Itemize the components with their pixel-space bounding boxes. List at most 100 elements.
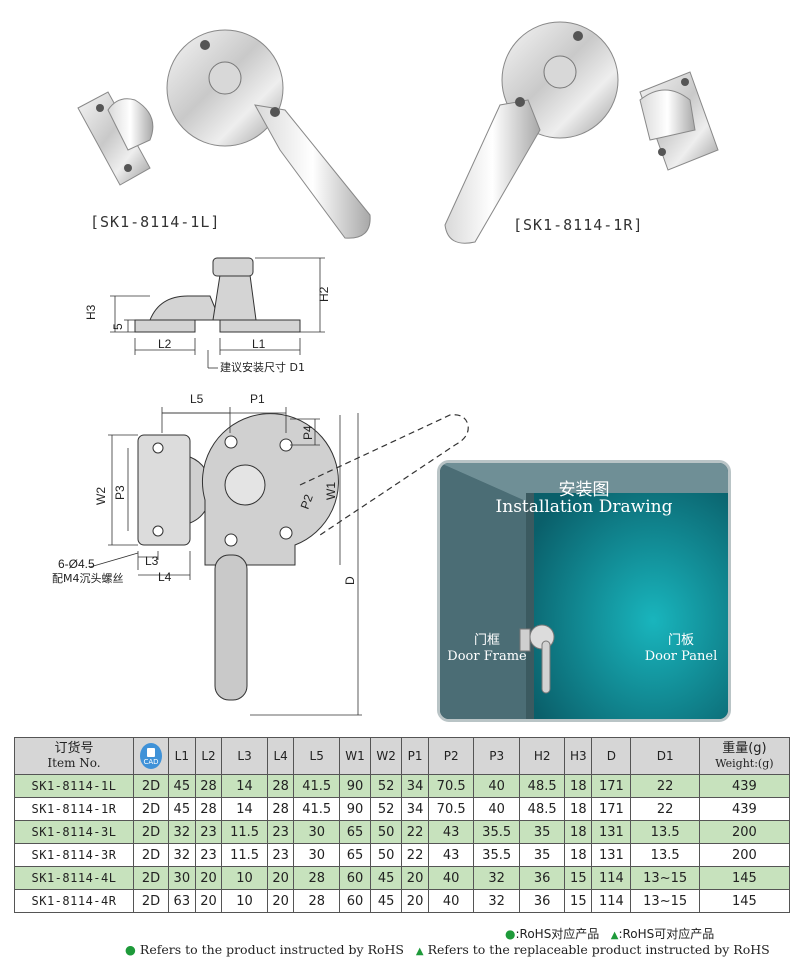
cell-item-no: SK1-8114-1L [14, 774, 134, 798]
header-item-en: Item No. [47, 756, 101, 770]
cell-l2: 23 [194, 843, 223, 867]
cell-w2: 45 [370, 889, 403, 913]
header-item-no: 订货号 Item No. [14, 737, 134, 775]
legend-cn-replace: :RoHS可对应产品 [618, 927, 715, 941]
label-l3: L3 [145, 554, 159, 568]
latch-photo-right [444, 21, 719, 244]
label-l1: L1 [252, 337, 266, 351]
label-w1: W1 [324, 482, 338, 500]
cell-item-no: SK1-8114-3L [14, 820, 134, 844]
label-l4: L4 [158, 570, 172, 584]
label-h3: H3 [84, 304, 98, 320]
cell-h3: 15 [564, 889, 593, 913]
label-d: D [343, 576, 357, 585]
cell-p1: 20 [401, 866, 429, 890]
cell-weight: 200 [698, 843, 791, 867]
cell-l5: 30 [293, 820, 340, 844]
header-col-d: D [591, 737, 632, 775]
cell-d: 171 [591, 774, 632, 798]
cell-w2: 50 [370, 820, 403, 844]
label-l2: L2 [158, 337, 172, 351]
cell-l1: 63 [168, 889, 196, 913]
cell-l4: 28 [266, 797, 295, 821]
latch-photo-left [77, 29, 371, 239]
header-col-d1: D1 [630, 737, 700, 775]
cell-w1: 65 [338, 820, 372, 844]
cell-d1: 13~15 [630, 889, 700, 913]
cell-cad: 2D [133, 774, 169, 798]
cell-d1: 13.5 [630, 820, 700, 844]
cell-l5: 28 [293, 889, 340, 913]
cell-l2: 28 [194, 797, 223, 821]
cell-weight: 439 [698, 774, 791, 798]
cell-d: 131 [591, 820, 632, 844]
cell-h3: 15 [564, 866, 593, 890]
header-col-p1: P1 [401, 737, 429, 775]
cell-weight: 200 [698, 820, 791, 844]
cell-d: 131 [591, 843, 632, 867]
legend-en-replace: Refers to the replaceable product instru… [427, 942, 770, 957]
cell-l2: 20 [194, 889, 223, 913]
cell-l4: 28 [266, 774, 295, 798]
cell-l3: 14 [221, 797, 268, 821]
cell-cad: 2D [133, 843, 169, 867]
cell-l2: 28 [194, 774, 223, 798]
header-col-p3: P3 [473, 737, 520, 775]
cad-icon: CAD [140, 743, 162, 769]
cell-p3: 35.5 [473, 820, 520, 844]
installation-drawing: 安装图 Installation Drawing 门框 Door Frame 门… [437, 460, 731, 722]
cell-h3: 18 [564, 797, 593, 821]
rohs-dot-icon: ● [505, 927, 516, 941]
cell-p3: 40 [473, 797, 520, 821]
label-l5: L5 [190, 392, 204, 406]
install-latch-icon [519, 624, 555, 694]
cell-p1: 22 [401, 843, 429, 867]
cell-l4: 23 [266, 820, 295, 844]
cell-p1: 22 [401, 820, 429, 844]
header-col-p2: P2 [427, 737, 475, 775]
rohs-dot-icon-en: ● [125, 942, 136, 957]
cell-w1: 65 [338, 843, 372, 867]
cell-p1: 20 [401, 889, 429, 913]
cell-w2: 52 [370, 774, 403, 798]
cell-l5: 41.5 [293, 774, 340, 798]
header-col-l4: L4 [266, 737, 295, 775]
cell-w1: 90 [338, 797, 372, 821]
cell-item-no: SK1-8114-1R [14, 797, 134, 821]
cell-h2: 35 [518, 820, 566, 844]
cell-p2: 70.5 [427, 797, 475, 821]
cell-p3: 40 [473, 774, 520, 798]
door-panel-label-en: Door Panel [644, 649, 718, 664]
cell-w2: 45 [370, 866, 403, 890]
cell-h3: 18 [564, 820, 593, 844]
cell-p2: 40 [427, 866, 475, 890]
product-photos [77, 21, 719, 244]
cell-cad: 2D [133, 820, 169, 844]
cell-w1: 60 [338, 866, 372, 890]
label-w2: W2 [94, 487, 108, 505]
label-hole-size: 6-Ø4.5 [58, 557, 95, 571]
cell-l5: 30 [293, 843, 340, 867]
door-panel-label-cn: 门板 [667, 633, 694, 648]
header-weight-en: Weight:(g) [715, 757, 774, 770]
cell-p3: 32 [473, 889, 520, 913]
cell-w1: 90 [338, 774, 372, 798]
cell-h2: 36 [518, 889, 566, 913]
cell-w1: 60 [338, 889, 372, 913]
cell-p2: 70.5 [427, 774, 475, 798]
cell-item-no: SK1-8114-4R [14, 889, 134, 913]
label-install-note: 建议安装尺寸 D1 [220, 360, 305, 374]
top-view-drawing: L5 P1 P4 W2 P3 P2 W1 D L3 L4 6-Ø4.5 配M4沉… [52, 392, 469, 716]
cell-weight: 145 [698, 866, 791, 890]
legend-cn: ●:RoHS对应产品 ▲:RoHS可对应产品 [505, 925, 714, 942]
header-item-cn: 订货号 [54, 741, 94, 756]
door-frame-label-en: Door Frame [447, 649, 527, 664]
photo-caption-right: [SK1-8114-1R] [513, 216, 644, 234]
header-col-l5: L5 [293, 737, 340, 775]
header-weight-cn: 重量(g) [722, 741, 767, 756]
cell-d1: 13.5 [630, 843, 700, 867]
